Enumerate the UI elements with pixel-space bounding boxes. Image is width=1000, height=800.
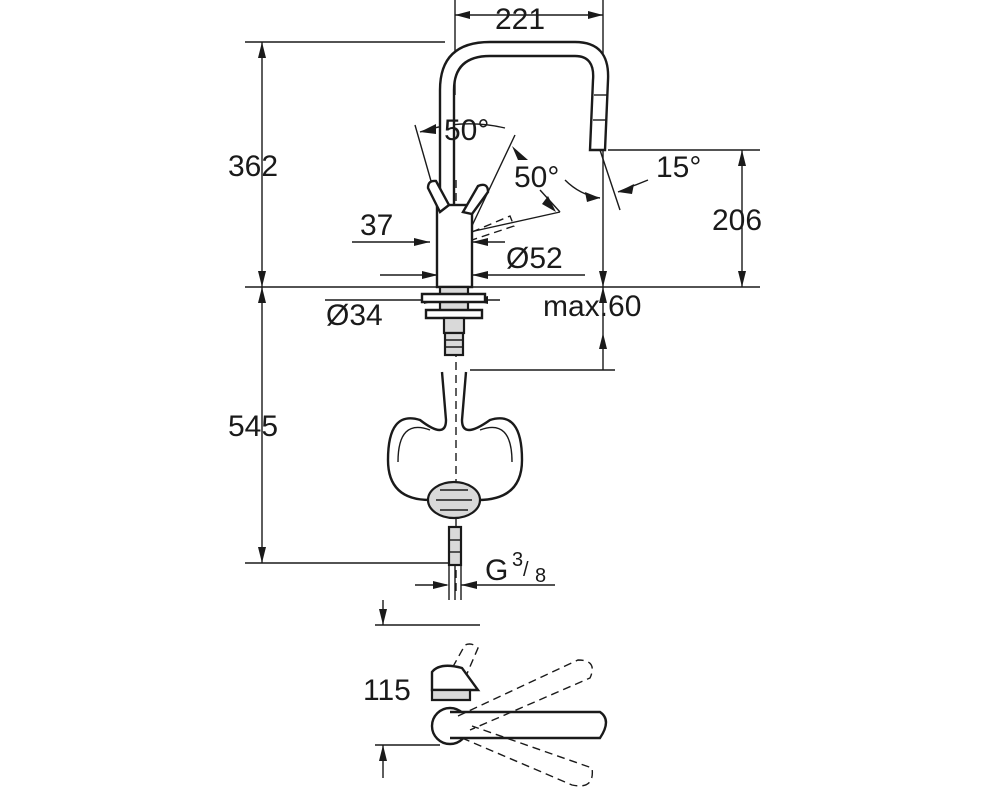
hose-loop (386, 371, 524, 600)
label-hose-length: 545 (228, 410, 278, 443)
label-spout-tilt-angle: 15° (656, 151, 701, 184)
extension-lines (245, 0, 760, 746)
angle-indicators (414, 123, 649, 233)
thread-fraction-slash: / (523, 559, 529, 581)
label-lever-angle-front: 50° (444, 114, 489, 147)
label-spout-height: 206 (712, 204, 762, 237)
label-top-view-depth: 115 (363, 674, 411, 707)
label-max-deck-thickness: max.60 (543, 290, 641, 323)
dimension-lines (258, 11, 746, 778)
label-thread-numerator: 3 (512, 549, 523, 571)
faucet-body (420, 40, 610, 595)
label-lever-angle-side: 50° (514, 161, 559, 194)
label-thread-denominator: 8 (535, 565, 546, 587)
label-spout-reach: 221 (495, 3, 545, 36)
label-lever-offset: 37 (360, 209, 393, 242)
faucet-top-view (430, 643, 608, 787)
label-total-height: 362 (228, 150, 278, 183)
label-body-diameter: Ø52 (506, 242, 563, 275)
dimension-labels: 221 362 206 50° 50° 15° 37 Ø52 Ø34 max.6… (228, 3, 762, 707)
label-mount-diameter: Ø34 (326, 299, 383, 332)
label-connection-thread: G (485, 554, 508, 587)
